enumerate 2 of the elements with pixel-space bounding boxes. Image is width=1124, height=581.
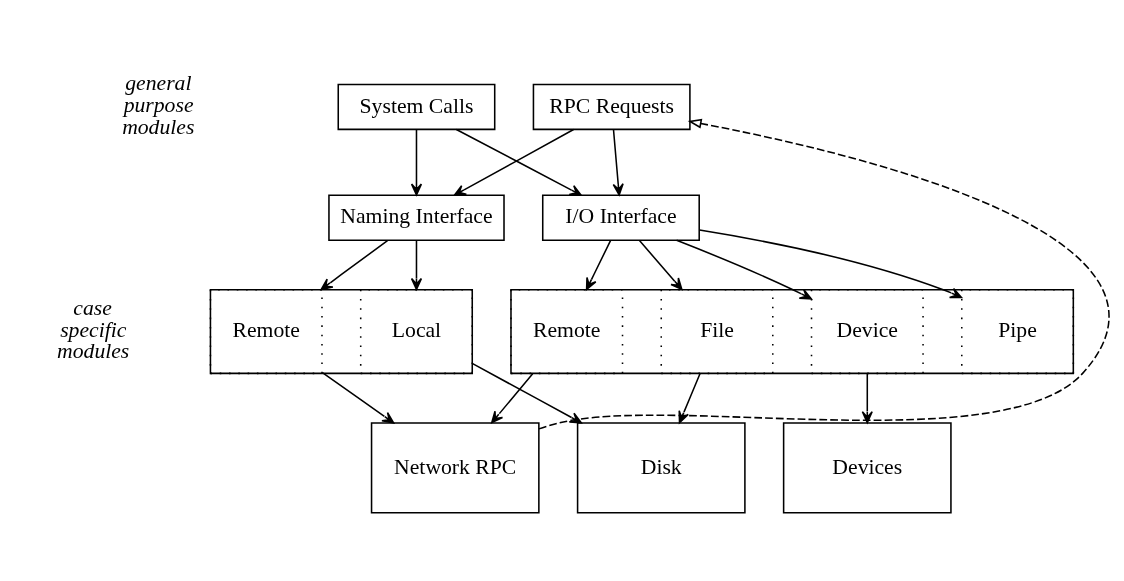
- label: case specific modules: [57, 295, 130, 364]
- label: general purpose modules: [122, 71, 195, 139]
